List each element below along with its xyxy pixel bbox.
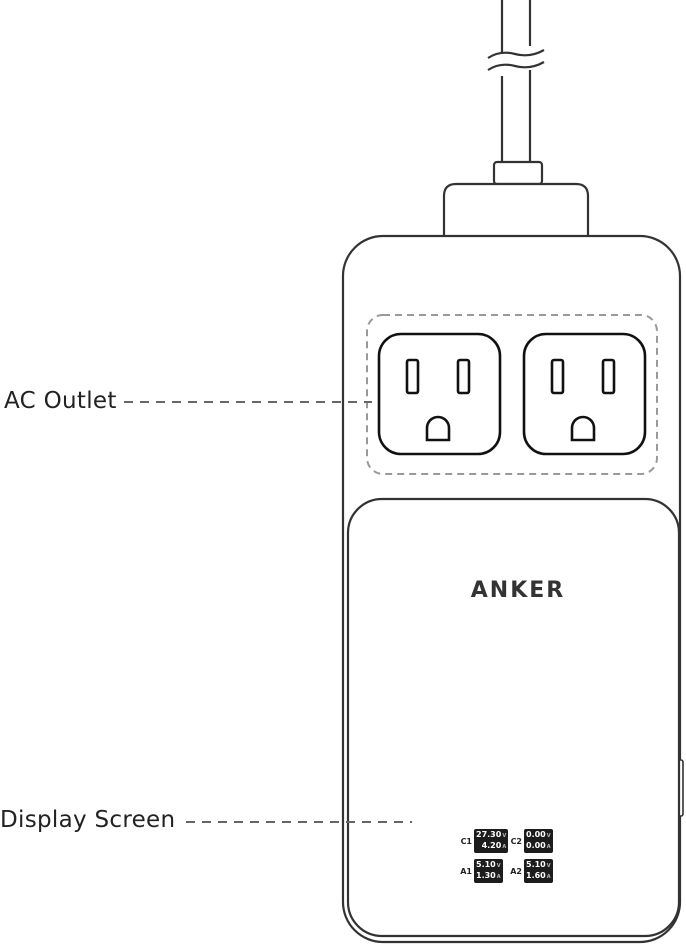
current-unit: A	[502, 844, 507, 850]
voltage-unit: V	[546, 863, 551, 869]
current-value: 1.30	[476, 871, 496, 880]
power-cord	[487, 0, 545, 186]
display-screen-label: Display Screen	[0, 807, 176, 833]
current-unit: A	[546, 874, 551, 880]
current-value: 4.20	[481, 841, 502, 850]
current-value: 0.00	[526, 841, 546, 850]
ac-outlet-left	[377, 332, 502, 456]
ac-outlet-right	[522, 332, 647, 456]
front-panel	[346, 497, 681, 938]
outlet-group-outline	[366, 314, 658, 475]
current-unit: A	[546, 844, 551, 850]
voltage-value: 27.30	[476, 830, 502, 839]
brand-logo: ANKER	[470, 578, 566, 603]
port-id: C2	[510, 836, 522, 846]
port-id: A2	[510, 866, 522, 876]
current-unit: A	[496, 874, 501, 880]
voltage-value: 5.10	[526, 860, 546, 869]
voltage-unit: V	[502, 833, 507, 839]
cord-strain-relief	[442, 182, 590, 236]
voltage-unit: V	[496, 863, 501, 869]
voltage-unit: V	[546, 833, 551, 839]
voltage-value: 0.00	[526, 830, 546, 839]
current-value: 1.60	[526, 871, 546, 880]
port-id: A1	[460, 866, 472, 876]
voltage-value: 5.10	[476, 860, 496, 869]
ac-outlet-label: AC Outlet	[4, 388, 117, 414]
port-id: C1	[460, 836, 472, 846]
